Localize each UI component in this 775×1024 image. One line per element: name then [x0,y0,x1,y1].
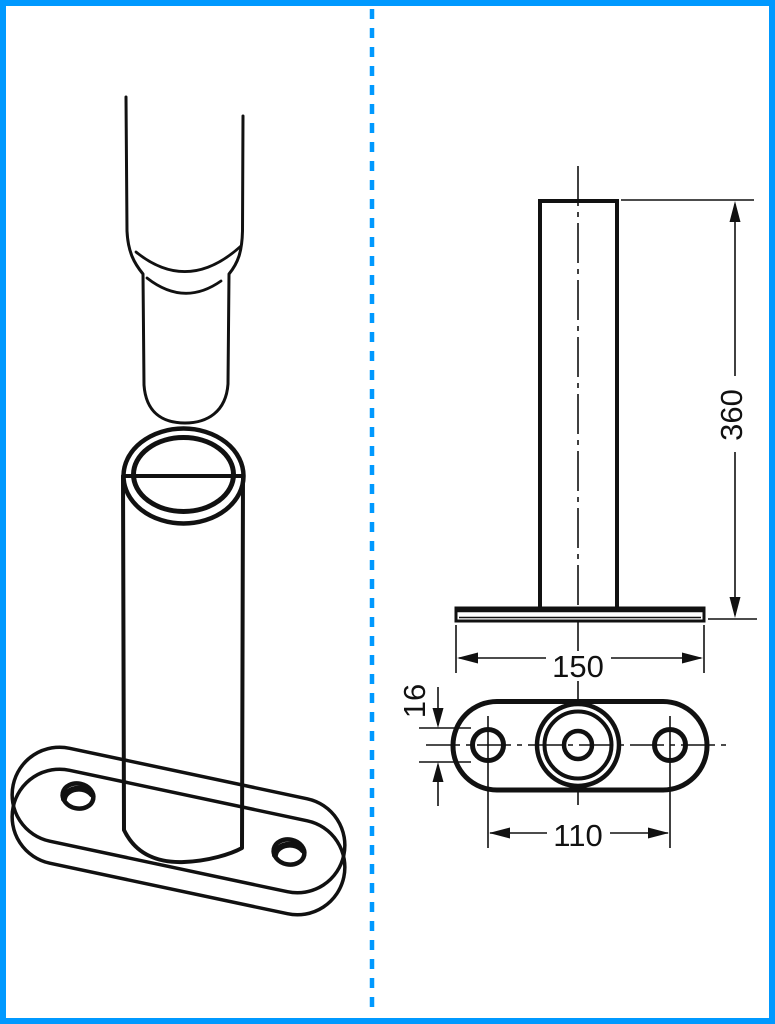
pole-neck-arc-lower [145,276,223,295]
dimension-label-spacing: 110 [553,818,602,853]
socket-rim-outer [121,426,246,526]
socket-tube-body [121,474,245,865]
dim-arrow-offset-down [432,708,444,728]
dim-arrow-height-bottom [729,597,741,618]
pole-body [126,97,243,423]
dim-arrow-width-right [682,652,703,664]
top-view: 110 16 [397,681,731,853]
dim-arrow-spacing-left [489,827,510,839]
front-view: 360 150 [454,166,757,684]
base-plate-top [10,745,347,895]
socket-bore-inner [131,435,236,514]
dimension-label-height: 360 [714,389,749,441]
dim-arrow-offset-up [432,762,444,782]
dim-arrow-height-top [729,201,741,222]
dim-arrow-width-left [457,652,478,664]
pole-outline [124,95,245,425]
isometric-panel [10,95,347,917]
pole-illustration [124,95,245,425]
socket-illustration [10,426,347,917]
base-plate-hole-left-shadow [61,785,95,802]
base-plate-hole-right-shadow [272,841,306,858]
dim-arrow-spacing-right [648,827,669,839]
dimension-label-offset: 16 [397,684,432,718]
dimension-label-width: 150 [552,649,604,684]
pole-neck-arc-upper [134,244,243,273]
dimension-panel: 360 150 1 [397,166,757,853]
